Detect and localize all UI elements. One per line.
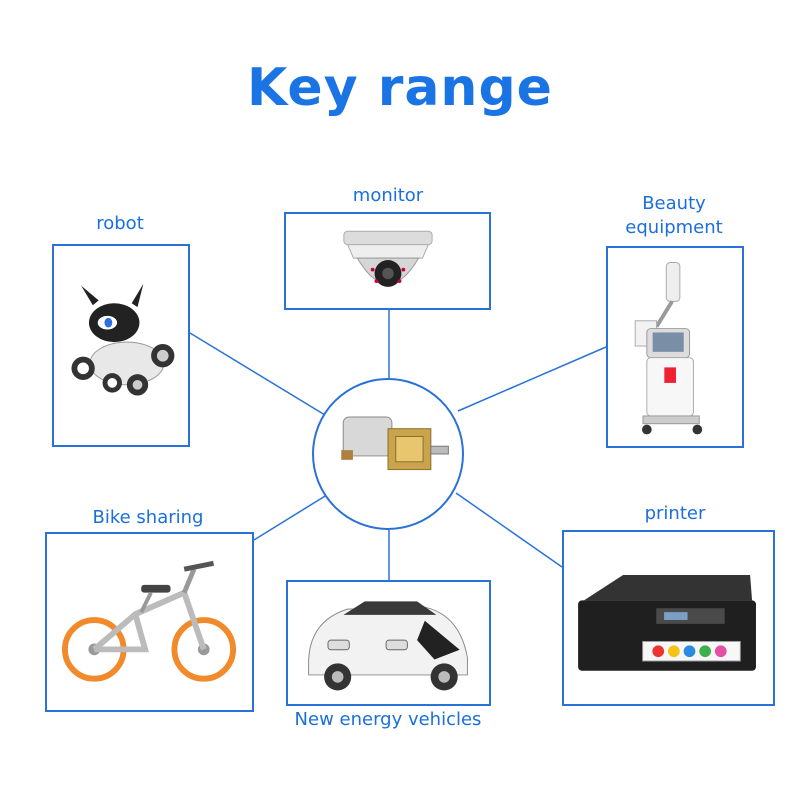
label-robot: robot [96,213,144,234]
center-motor [312,378,464,530]
line-robot [189,332,326,416]
printer-icon [578,575,756,671]
beauty-machine-icon [634,262,703,435]
card-beauty-equipment [606,246,744,448]
label-beauty-line1: Beauty [642,193,706,214]
label-beauty-line2: equipment [625,217,723,238]
card-bike-sharing [45,532,254,712]
car-icon [308,601,468,691]
robot-dog-icon [71,283,175,396]
card-monitor [284,212,491,310]
dome-camera-icon [343,230,433,287]
gear-motor-icon [341,416,449,471]
line-beauty [457,346,607,412]
card-printer [562,530,775,706]
page-title: Key range [247,58,553,118]
label-printer: printer [644,503,706,524]
card-robot [52,244,190,447]
line-printer [455,492,563,568]
label-new-energy-vehicles: New energy vehicles [294,709,482,730]
label-bike-sharing: Bike sharing [92,507,204,528]
label-monitor: monitor [352,185,424,206]
line-bike [253,492,331,541]
card-new-energy-vehicles [286,580,491,706]
bicycle-icon [61,560,237,682]
